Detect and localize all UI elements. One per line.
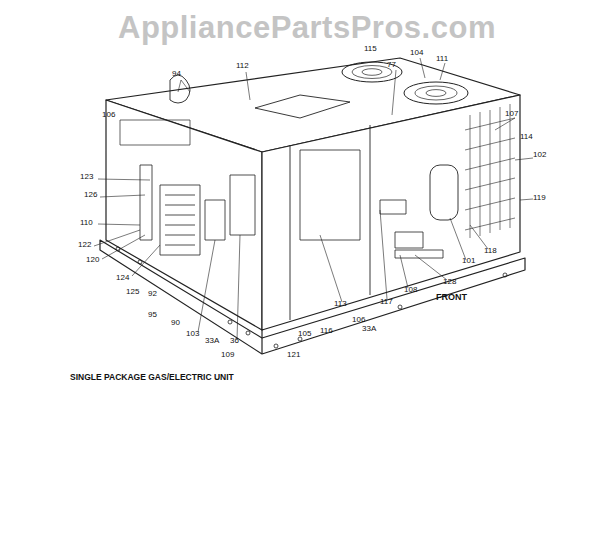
callout-number: 105 bbox=[298, 330, 311, 338]
callout-number: 94 bbox=[172, 70, 181, 78]
callout-number: 103 bbox=[186, 330, 199, 338]
callout-number: 115 bbox=[364, 45, 377, 53]
caption: SINGLE PACKAGE GAS/ELECTRIC UNIT bbox=[70, 372, 234, 382]
callout-number: 109 bbox=[221, 351, 234, 359]
callout-number: 126 bbox=[84, 191, 97, 199]
orientation-label: FRONT bbox=[436, 293, 467, 302]
callout-number: 108 bbox=[404, 286, 417, 294]
callout-number: 128 bbox=[443, 278, 456, 286]
watermark: AppliancePartsPros.com bbox=[118, 12, 496, 43]
callout-number: 106 bbox=[352, 316, 365, 324]
callout-number: 119 bbox=[533, 194, 546, 202]
callout-number: 123 bbox=[80, 173, 93, 181]
callout-number: 121 bbox=[287, 351, 300, 359]
callout-number: 95 bbox=[148, 311, 157, 319]
callout-number: 104 bbox=[410, 49, 423, 57]
callout-number: 124 bbox=[116, 274, 129, 282]
callout-number: 92 bbox=[148, 290, 157, 298]
callout-number: 106 bbox=[102, 111, 115, 119]
callout-number: 120 bbox=[86, 256, 99, 264]
callout-number: 107 bbox=[505, 110, 518, 118]
callout-number: 122 bbox=[78, 241, 91, 249]
callout-number: 101 bbox=[462, 257, 475, 265]
callout-number: 112 bbox=[236, 62, 249, 70]
callout-number: 116 bbox=[320, 327, 333, 335]
callout-number: 33A bbox=[205, 337, 219, 345]
callout-number: 117 bbox=[380, 298, 393, 306]
callout-number: 110 bbox=[80, 219, 93, 227]
callout-number: 114 bbox=[520, 133, 533, 141]
callout-number: 125 bbox=[126, 288, 139, 296]
callout-number: 118 bbox=[484, 247, 497, 255]
callout-number: 90 bbox=[171, 319, 180, 327]
callout-number: 77 bbox=[387, 61, 396, 69]
callout-number: 36 bbox=[230, 337, 239, 345]
callout-number: 102 bbox=[533, 151, 546, 159]
callout-number: 111 bbox=[436, 55, 448, 63]
callout-number: 33A bbox=[362, 325, 376, 333]
callout-number: 113 bbox=[334, 300, 347, 308]
